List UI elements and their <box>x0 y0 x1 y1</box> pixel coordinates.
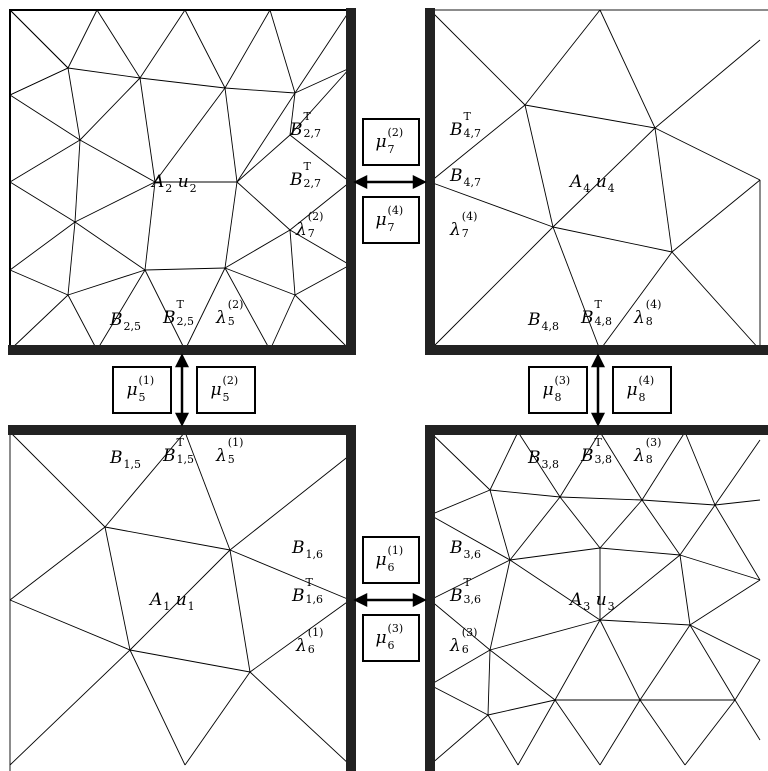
label-lam8_3: λ(3)8 <box>634 436 662 466</box>
label-b36: B3,6 <box>450 538 481 561</box>
label-b16: B1,6 <box>292 538 323 561</box>
label-b38: B3,8 <box>528 448 559 471</box>
subdomain-3-mesh <box>429 431 768 771</box>
subdomain-2-bottom-wall <box>8 345 356 355</box>
label-b47: B4,7 <box>450 166 481 189</box>
label-lam7_2: λ(2)7 <box>296 210 324 240</box>
multiplier-box-mu8-3: μ(3)8 <box>528 366 588 414</box>
label-lam8_4: λ(4)8 <box>634 298 662 328</box>
subdomain-3-top-wall <box>425 425 768 435</box>
subdomain-4-label: A4 u4 <box>570 172 615 195</box>
label-lam5_1: λ(1)5 <box>216 436 244 466</box>
multiplier-box-mu6-1: μ(1)6 <box>362 536 420 584</box>
multiplier-box-mu6-3: μ(3)6 <box>362 614 420 662</box>
subdomain-2-label: A2 u2 <box>152 172 197 195</box>
connection-arrows <box>174 174 606 608</box>
subdomain-3-label: A3 u3 <box>570 590 615 613</box>
label-b48: B4,8 <box>528 310 559 333</box>
multiplier-box-mu7-4: μ(4)7 <box>362 196 420 244</box>
subdomain-3-left-wall <box>425 425 435 771</box>
subdomain-1-right-wall <box>346 425 356 771</box>
subdomain-4-left-wall <box>425 8 435 355</box>
multiplier-box-mu8-4: μ(4)8 <box>612 366 672 414</box>
label-lam5_2: λ(2)5 <box>216 298 244 328</box>
label-lam6_3: λ(3)6 <box>450 626 478 656</box>
label-b15: B1,5 <box>110 448 141 471</box>
multiplier-box-mu5-1: μ(1)5 <box>112 366 172 414</box>
label-lam6_1: λ(1)6 <box>296 626 324 656</box>
multiplier-box-mu5-2: μ(2)5 <box>196 366 256 414</box>
subdomain-4-bottom-wall <box>425 345 768 355</box>
subdomain-1-label: A1 u1 <box>150 590 195 613</box>
subdomain-1-top-wall <box>8 425 356 435</box>
label-b25: B2,5 <box>110 310 141 333</box>
multiplier-box-mu7-2: μ(2)7 <box>362 118 420 166</box>
label-lam7_4: λ(4)7 <box>450 210 478 240</box>
subdomain-2-right-wall <box>346 8 356 355</box>
